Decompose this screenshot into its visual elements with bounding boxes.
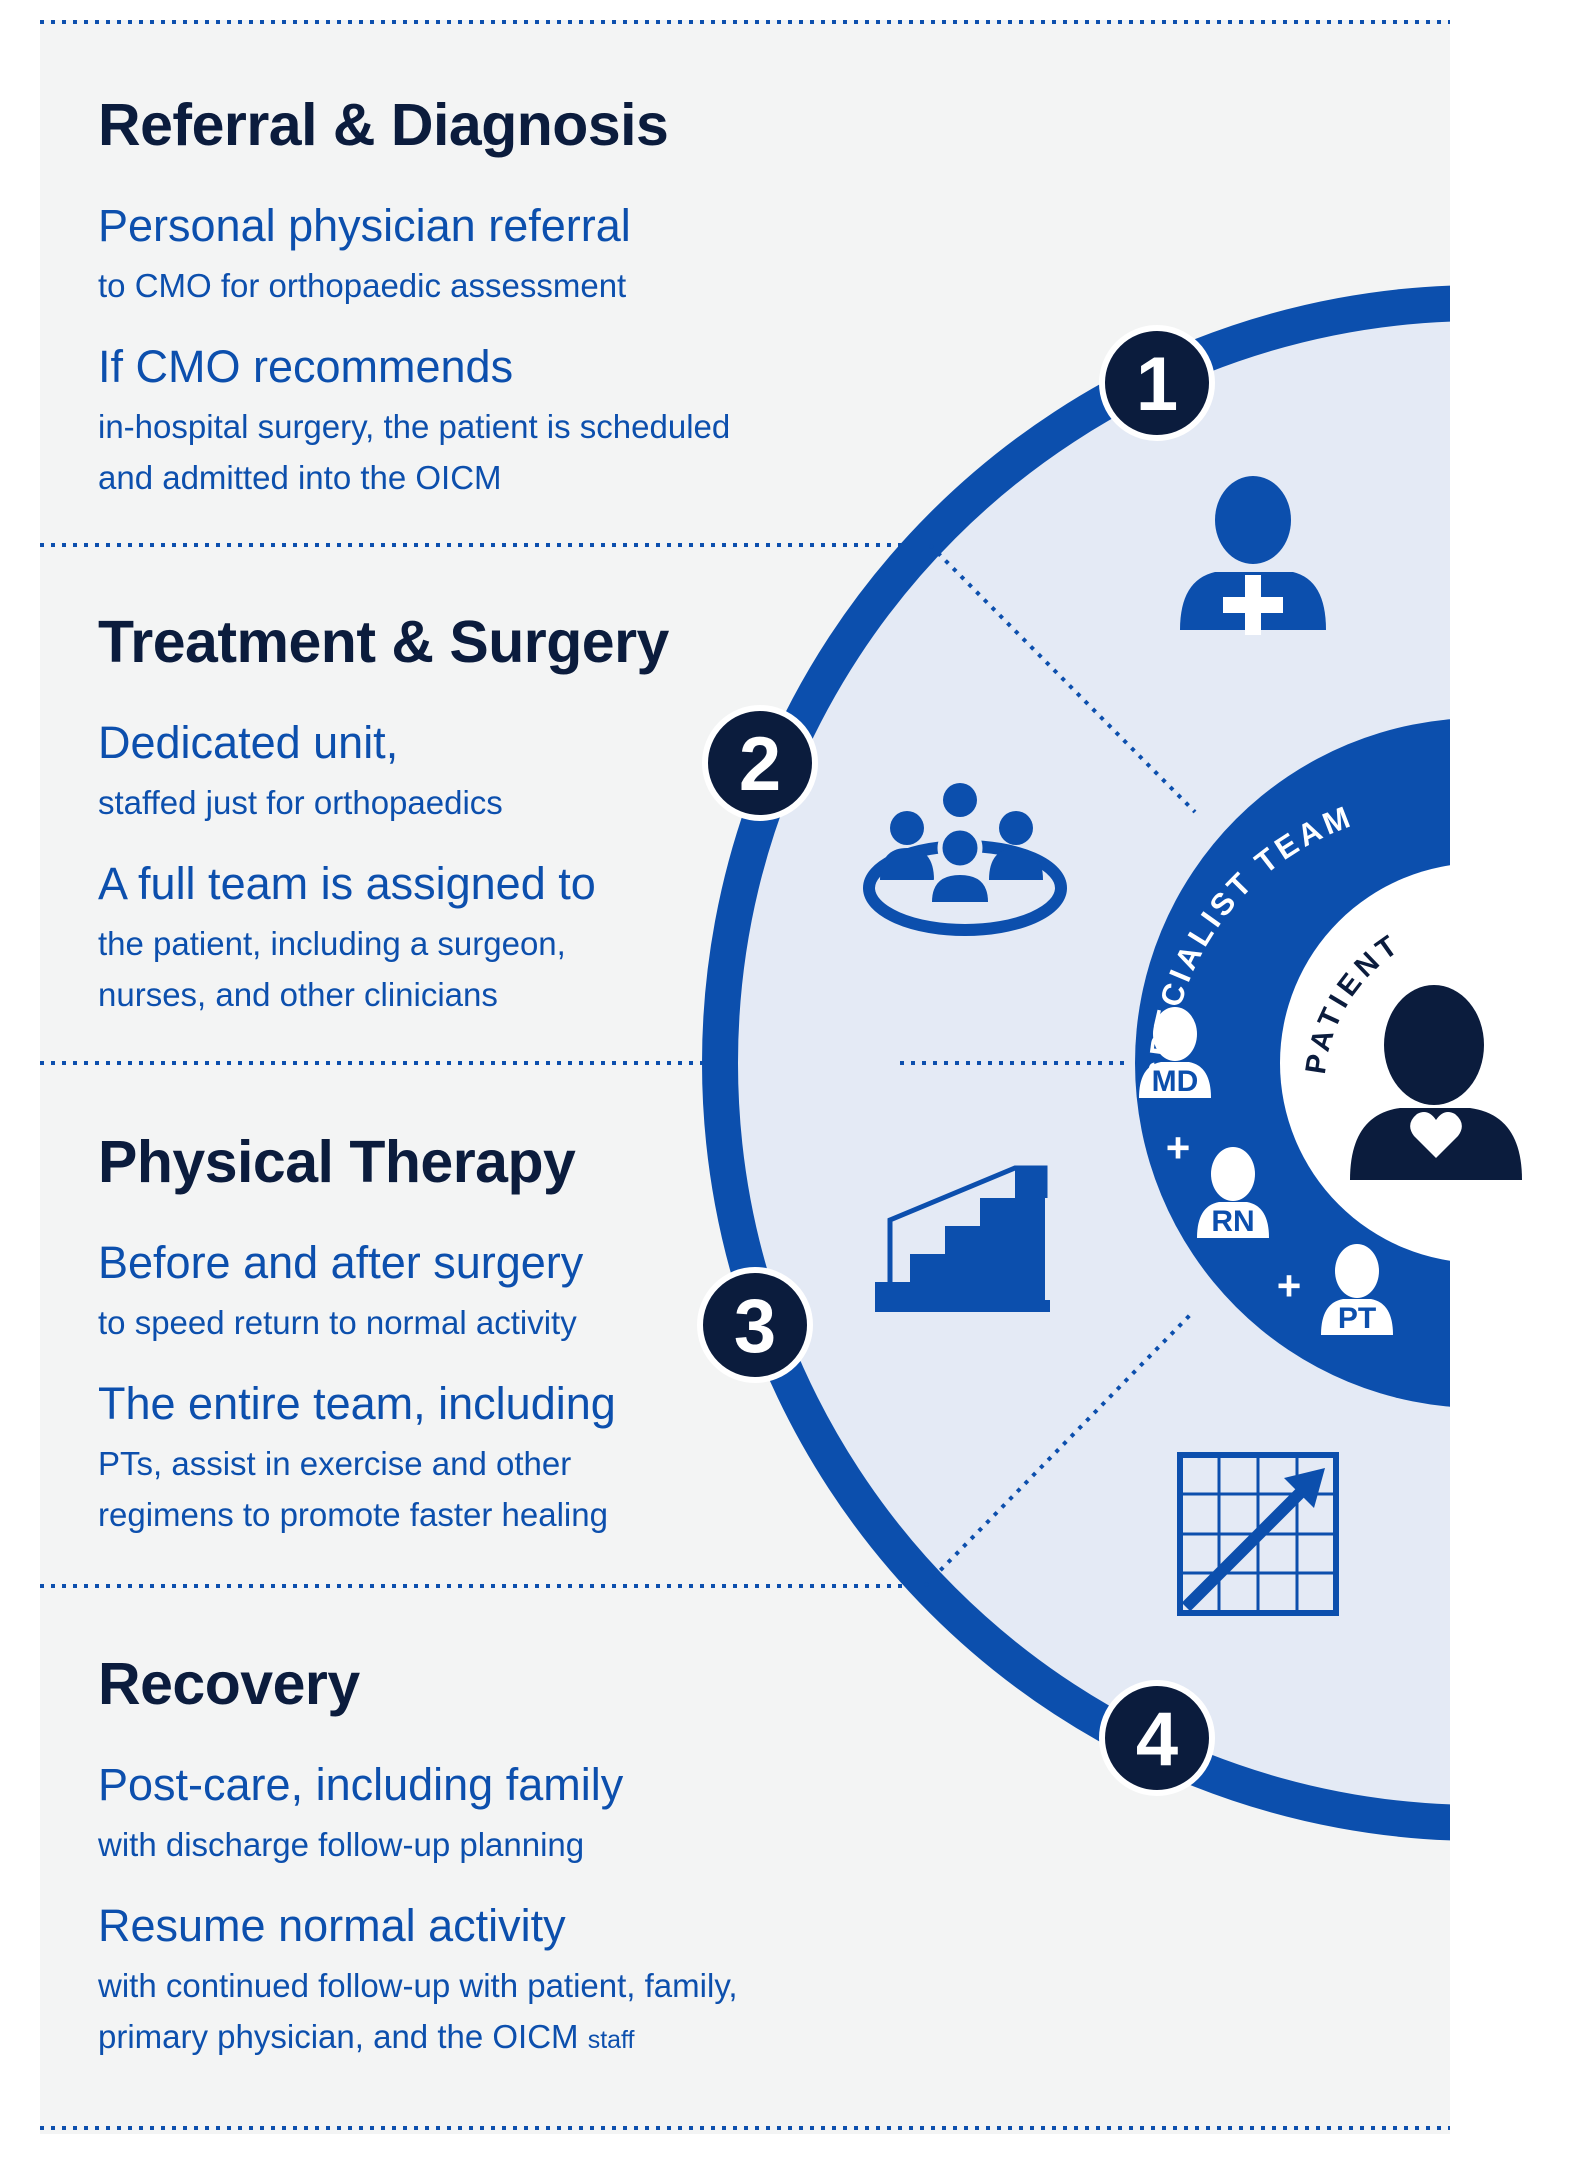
entry-sub: primary physician, and the OICM staff (98, 2011, 828, 2062)
entry-sub: staffed just for orthopaedics (98, 783, 503, 821)
entry-lead: Dedicated unit, (98, 716, 399, 768)
entry: The entire team, including PTs, assist i… (98, 1378, 828, 1540)
entry-lead: Before and after surgery (98, 1236, 584, 1288)
section-dividers (40, 20, 1450, 2130)
entry-sub: to CMO for orthopaedic assessment (98, 266, 627, 304)
section-title: Referral & Diagnosis (98, 92, 669, 158)
pt-badge: PT (1338, 1302, 1376, 1335)
team-members: MD + RN + PT (1139, 1007, 1393, 1335)
entry: Personal physician referral to CMO for o… (98, 200, 828, 311)
patient-heart-icon (1350, 985, 1522, 1180)
growth-chart-icon (1177, 1452, 1339, 1616)
step-3-marker: 3 (697, 1267, 813, 1383)
section-title: Physical Therapy (98, 1129, 576, 1195)
ring-outline (702, 285, 1450, 1841)
group-meeting-icon (863, 783, 1067, 936)
entry-lead: The entire team, including (98, 1377, 616, 1429)
entry: If CMO recommends in-hospital surgery, t… (98, 341, 828, 503)
entry-sub: in-hospital surgery, the patient is sche… (98, 407, 731, 445)
entry-sub: with discharge follow-up planning (98, 1825, 585, 1863)
doctor-plus-icon (1180, 476, 1326, 635)
entry-lead: A full team is assigned to (98, 857, 596, 909)
step-4-marker: 4 (1099, 1680, 1215, 1796)
entry-sub: with continued follow-up with patient, f… (98, 1966, 738, 2004)
section-treatment: Treatment & Surgery Dedicated unit, staf… (98, 610, 828, 1050)
entry-sub: nurses, and other clinicians (98, 975, 498, 1013)
section-recovery: Recovery Post-care, including family wit… (98, 1652, 828, 2092)
svg-text:1: 1 (1136, 342, 1178, 427)
care-ring (702, 285, 1450, 1841)
entry-sub-text: primary physician, and the OICM (98, 2017, 579, 2055)
section-title: Treatment & Surgery (98, 609, 669, 675)
entry-sub: the patient, including a surgeon, (98, 924, 566, 962)
section-referral: Referral & Diagnosis Personal physician … (98, 93, 828, 533)
svg-text:3: 3 (734, 1284, 776, 1369)
entry-lead: If CMO recommends (98, 340, 514, 392)
entry-sub: PTs, assist in exercise and other (98, 1444, 572, 1482)
entry-lead: Resume normal activity (98, 1899, 566, 1951)
entry: Post-care, including family with dischar… (98, 1759, 828, 1870)
ring-spokes (900, 543, 1197, 1588)
stairs-icon (875, 1165, 1050, 1312)
entry-lead: Personal physician referral (98, 199, 631, 251)
step-1-marker: 1 (1099, 325, 1215, 441)
entry-sub: and admitted into the OICM (98, 458, 502, 496)
entry-lead: Post-care, including family (98, 1758, 624, 1810)
entry: A full team is assigned to the patient, … (98, 858, 828, 1020)
plus-1: + (1166, 1124, 1191, 1171)
plus-2: + (1277, 1262, 1302, 1309)
rn-badge: RN (1211, 1205, 1254, 1238)
entry: Dedicated unit, staffed just for orthopa… (98, 717, 828, 828)
entry: Before and after surgery to speed return… (98, 1237, 828, 1348)
svg-text:2: 2 (739, 722, 781, 807)
ring-fill (720, 303, 1450, 1823)
svg-text:4: 4 (1136, 1697, 1178, 1782)
entry-sub: to speed return to normal activity (98, 1303, 577, 1341)
entry: Resume normal activity with continued fo… (98, 1900, 828, 2062)
entry-sub-small: staff (587, 2025, 635, 2054)
step-markers: 1 2 3 4 (697, 325, 1215, 1796)
section-physical-therapy: Physical Therapy Before and after surger… (98, 1130, 828, 1570)
entry-sub: regimens to promote faster healing (98, 1495, 608, 1533)
section-title: Recovery (98, 1651, 360, 1717)
md-badge: MD (1152, 1065, 1199, 1098)
step-2-marker: 2 (702, 705, 818, 821)
